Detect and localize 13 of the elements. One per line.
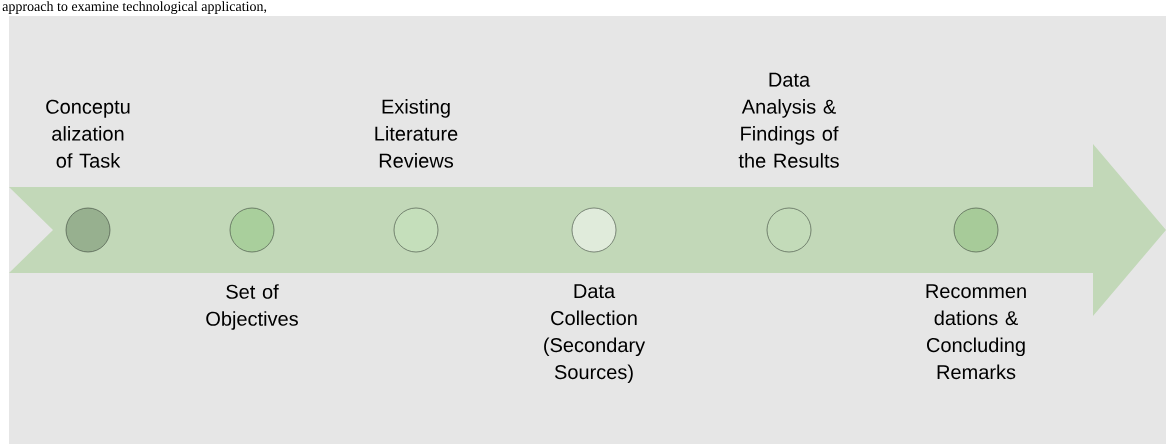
step-label: Existing Literature Reviews xyxy=(375,99,458,168)
step-label: Data Collection (Secondary Sources) xyxy=(544,284,646,384)
step-circle xyxy=(393,207,439,253)
step-circle xyxy=(229,207,275,253)
step-circle xyxy=(953,207,999,253)
step-label: Recommen dations & Concluding Remarks xyxy=(926,284,1026,380)
step-circle xyxy=(766,207,812,253)
step-circle xyxy=(571,207,617,253)
step-label: Conceptu alization of Task xyxy=(46,99,130,168)
step-circle xyxy=(65,207,111,253)
step-label: Set of Objectives xyxy=(206,284,298,330)
step-label: Data Analysis & Findings of the Results xyxy=(738,72,839,168)
caption-text: approach to examine technological application, xyxy=(2,1,267,14)
